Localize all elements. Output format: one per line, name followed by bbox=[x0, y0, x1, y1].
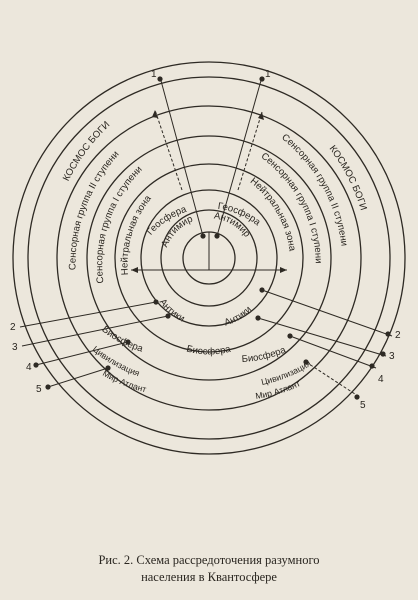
pointer-3-left-dot bbox=[165, 313, 171, 319]
caption-line-2: населения в Квантосфере bbox=[141, 570, 277, 584]
pointer-5-right-dot bbox=[303, 359, 309, 365]
pointer-4-right-line bbox=[289, 335, 377, 369]
dashed-arrowhead-right bbox=[258, 112, 264, 120]
label-biosfera-right: Биосфера bbox=[241, 344, 288, 365]
ring-7 bbox=[160, 209, 258, 307]
pointer-3-right-line bbox=[257, 317, 387, 357]
number-5-right-dot bbox=[354, 394, 360, 400]
ring-3 bbox=[56, 105, 362, 411]
pointer-3-left-line bbox=[21, 315, 169, 347]
right-arrowhead bbox=[280, 267, 287, 273]
number-4-right-dot bbox=[369, 363, 375, 369]
number-3-right: 3 bbox=[389, 351, 395, 362]
number-3-left: 3 bbox=[12, 342, 18, 353]
number-2-right-dot bbox=[385, 331, 391, 337]
pointer-2-left-line bbox=[19, 301, 157, 328]
left-arrowhead bbox=[131, 267, 138, 273]
number-5-left-dot bbox=[45, 384, 51, 390]
label-antiki-right: Антики bbox=[223, 304, 254, 328]
label-biosfera-center: Биосфера bbox=[185, 343, 232, 357]
pointer-5-left-line bbox=[47, 367, 109, 388]
number-1-right: 1 bbox=[265, 69, 271, 80]
ring-5 bbox=[114, 163, 304, 353]
number-1-right-dot bbox=[259, 76, 265, 82]
number-5-left: 5 bbox=[36, 384, 42, 395]
figure-caption: Рис. 2. Схема рассредоточения разумного … bbox=[0, 552, 418, 586]
pointer-4-left-line bbox=[35, 341, 129, 366]
dashed-arrowhead-left bbox=[152, 110, 158, 118]
ring-1 bbox=[12, 61, 406, 455]
number-3-right-dot bbox=[380, 351, 386, 357]
pointer-5-left-dot bbox=[105, 365, 111, 371]
ring-2 bbox=[27, 76, 391, 440]
pointer-3-right-dot bbox=[255, 315, 261, 321]
pointer-4-left-dot bbox=[125, 339, 131, 345]
number-4-left-dot bbox=[33, 362, 39, 368]
number-4-left: 4 bbox=[26, 362, 32, 373]
pointer-1-left-dot bbox=[200, 233, 206, 239]
number-4-right: 4 bbox=[378, 374, 384, 385]
label-neutral-left: Нейтральная зона bbox=[120, 193, 155, 276]
caption-line-1: Рис. 2. Схема рассредоточения разумного bbox=[98, 553, 320, 567]
pointer-1-left-line bbox=[159, 76, 204, 237]
label-biosfera-left: Биосфера bbox=[100, 324, 145, 355]
number-2-left: 2 bbox=[10, 322, 16, 333]
quantosphere-diagram: КОСМОС БОГИ Сенсорная группа II ступени … bbox=[10, 61, 406, 455]
label-antiki-left: Антики bbox=[157, 297, 187, 325]
ring-4 bbox=[86, 135, 332, 381]
pointer-5-right-line bbox=[305, 361, 359, 397]
pointer-1-right-dot bbox=[214, 233, 220, 239]
ring-6 bbox=[140, 189, 278, 327]
number-1-left: 1 bbox=[151, 69, 157, 80]
pointer-2-left-dot bbox=[153, 299, 159, 305]
pointer-2-right-line bbox=[261, 289, 393, 337]
label-civilization-right: Цивилизация bbox=[260, 358, 313, 387]
pointer-2-right-dot bbox=[259, 287, 265, 293]
number-5-right: 5 bbox=[360, 400, 366, 411]
number-2-right: 2 bbox=[395, 330, 401, 341]
pointer-4-right-dot bbox=[287, 333, 293, 339]
pointer-1-right-line bbox=[216, 76, 263, 237]
dashed-arrow-left bbox=[154, 109, 183, 191]
dashed-arrow-right bbox=[237, 111, 263, 191]
number-1-left-dot bbox=[157, 76, 163, 82]
